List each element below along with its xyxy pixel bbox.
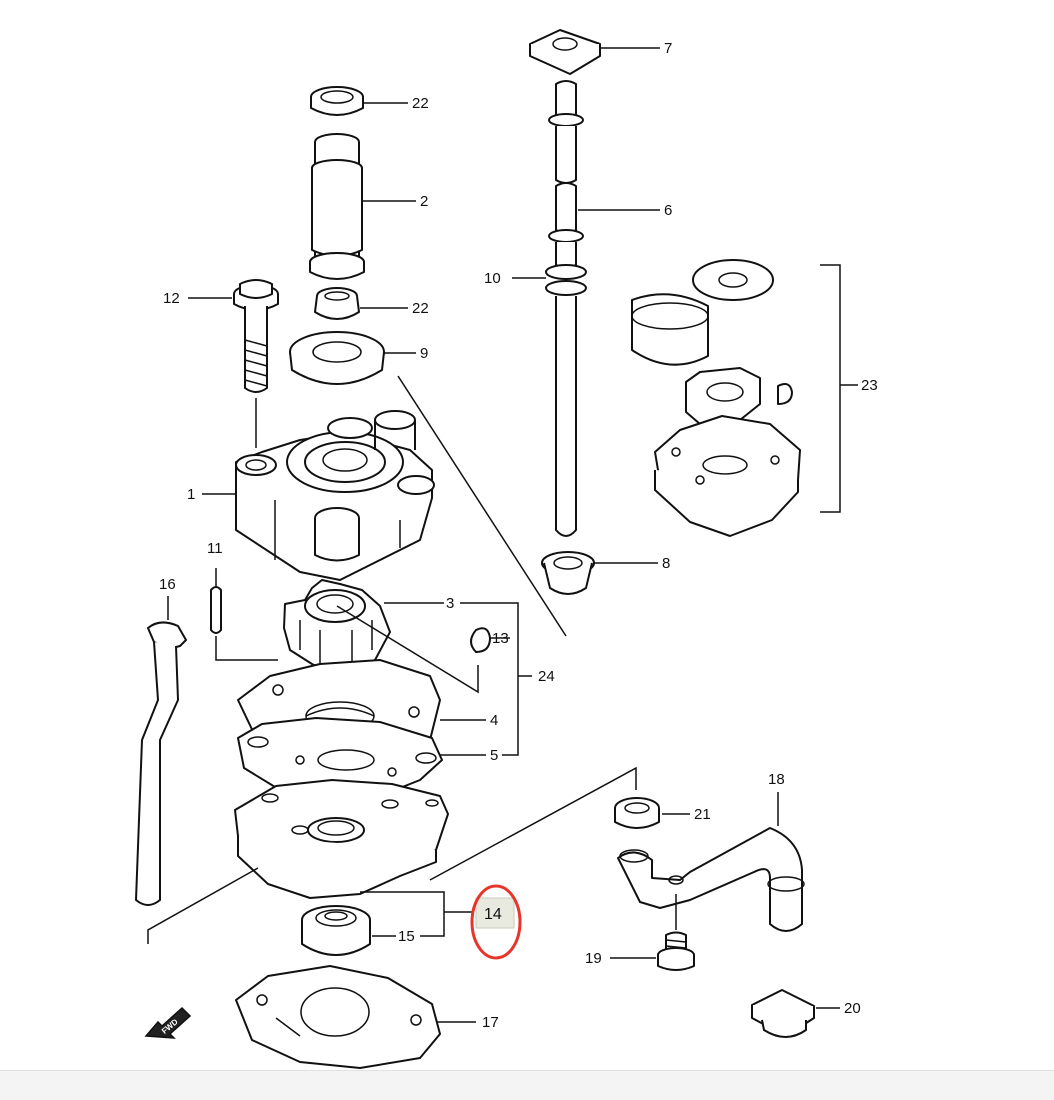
part-3-impeller[interactable] xyxy=(283,579,391,673)
label-4: 4 xyxy=(490,712,498,729)
part-14-plate[interactable] xyxy=(234,779,449,899)
part-8-seal[interactable] xyxy=(541,551,595,595)
part-22-lower-seal[interactable] xyxy=(314,287,360,320)
label-12: 12 xyxy=(163,290,180,307)
label-5: 5 xyxy=(490,747,498,764)
part-13-key[interactable] xyxy=(470,627,491,653)
leaders-11-13 xyxy=(215,568,479,694)
part-20-plug[interactable] xyxy=(751,989,815,1038)
label-13: 13 xyxy=(492,630,509,647)
part-23-repair-kit[interactable] xyxy=(631,259,801,537)
part-21-grommet[interactable] xyxy=(614,797,660,829)
label-24: 24 xyxy=(538,668,555,685)
label-7: 7 xyxy=(664,40,672,57)
part-12-bolt[interactable] xyxy=(233,279,279,393)
part-19-bolt[interactable] xyxy=(657,931,695,971)
highlight-circle xyxy=(470,884,522,960)
part-2-tube[interactable] xyxy=(309,133,365,280)
label-2: 2 xyxy=(420,193,428,210)
label-10: 10 xyxy=(484,270,501,287)
label-20: 20 xyxy=(844,1000,861,1017)
label-23: 23 xyxy=(861,377,878,394)
part-14-highlight[interactable]: 14 xyxy=(470,884,522,960)
label-1: 1 xyxy=(187,486,195,503)
label-22-lower: 22 xyxy=(412,300,429,317)
part-7-grommet[interactable] xyxy=(529,29,601,75)
part-16-hose[interactable] xyxy=(135,621,187,906)
part-6-water-tube[interactable] xyxy=(545,80,587,537)
leader-9-to-8 xyxy=(397,375,567,637)
fwd-arrow-icon: FWD xyxy=(144,1006,192,1039)
part-1-pump-housing[interactable] xyxy=(235,410,435,581)
label-21: 21 xyxy=(694,806,711,823)
page-footer-strip xyxy=(0,1070,1054,1100)
part-17-gasket[interactable] xyxy=(235,965,441,1069)
leader-14-box xyxy=(147,766,637,944)
label-14: 14 xyxy=(484,906,502,923)
part-11-pin[interactable] xyxy=(210,586,222,634)
part-9-grommet[interactable] xyxy=(289,331,385,385)
callout-leaders xyxy=(188,47,858,1023)
label-14-box[interactable] xyxy=(475,897,515,929)
part-15-seal-housing[interactable] xyxy=(301,905,371,956)
label-3: 3 xyxy=(446,595,454,612)
label-9: 9 xyxy=(420,345,428,362)
label-6: 6 xyxy=(664,202,672,219)
label-16: 16 xyxy=(159,576,176,593)
label-8: 8 xyxy=(662,555,670,572)
label-18: 18 xyxy=(768,771,785,788)
label-15: 15 xyxy=(398,928,415,945)
part-18-pipe[interactable] xyxy=(617,827,805,932)
label-22-top: 22 xyxy=(412,95,429,112)
part-22-top-seal[interactable] xyxy=(310,86,364,116)
label-11: 11 xyxy=(207,540,223,557)
label-17: 17 xyxy=(482,1014,499,1031)
label-19: 19 xyxy=(585,950,602,967)
